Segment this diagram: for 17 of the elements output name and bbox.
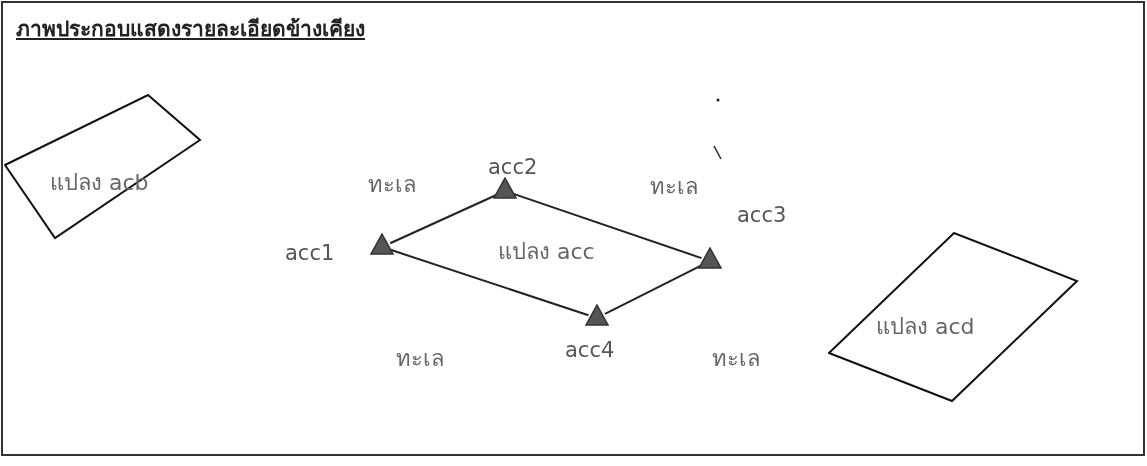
title: ภาพประกอบแสดงรายละเอียดข้างเคียง [16, 16, 365, 43]
area-label: ทะเล [396, 345, 444, 373]
land-parcel [4, 94, 202, 240]
area-label: แปลง acc [498, 238, 595, 266]
parcel-label: แปลง acd [876, 313, 975, 341]
land-parcel [828, 232, 1080, 404]
marker-label: acc2 [488, 154, 538, 181]
marker-label: acc4 [565, 337, 615, 364]
area-label: ทะเล [368, 171, 416, 199]
area-label: ทะเล [650, 173, 698, 201]
marker-label: acc1 [285, 240, 335, 267]
survey-marker [493, 177, 517, 199]
area-label: ทะเล [712, 345, 760, 373]
survey-marker [698, 247, 722, 269]
marker-label: acc3 [737, 202, 787, 229]
survey-marker [585, 304, 609, 326]
survey-marker [370, 233, 394, 255]
